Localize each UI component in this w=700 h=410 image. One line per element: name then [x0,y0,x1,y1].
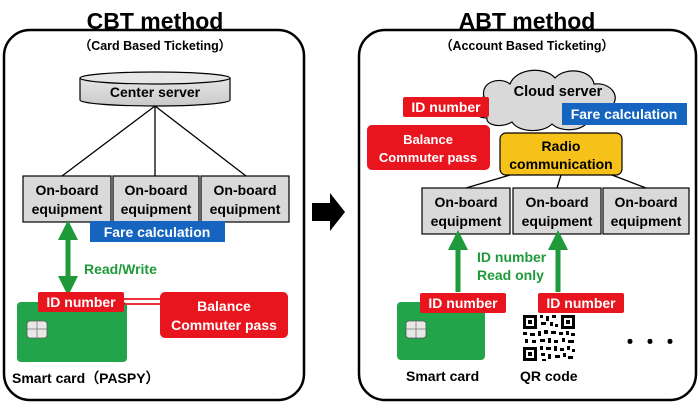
abt-radio-links [465,174,647,189]
id-read-line1: ID number [477,249,547,265]
radio-line2: communication [509,156,612,172]
cbt-fare-calculation: Fare calculation [90,221,225,242]
qr-code-icon [521,313,577,363]
cbt-onboard-3-line1: On-board [214,182,277,198]
center-server-label: Center server [110,84,201,100]
abt-fare-calculation-label: Fare calculation [571,106,678,122]
abt-smart-card-label: Smart card [406,368,479,384]
id-read-line2: Read only [477,267,544,283]
abt-id-number-top: ID number [403,97,489,117]
cbt-smart-card-label: Smart card（PASPY） [12,370,160,386]
cbt-onboard-2-line1: On-board [125,182,188,198]
cbt-panel: CBT method （Card Based Ticketing） Center… [2,8,306,402]
cbt-onboard-2: On-board equipment [112,175,200,223]
abt-id-number-top-label: ID number [411,99,481,115]
abt-onboard-2: On-board equipment [512,187,602,235]
qr-code-label: QR code [520,368,578,384]
radio-communication: Radio communication [499,132,623,176]
abt-panel: ABT method （Account Based Ticketing） Clo… [357,8,698,402]
abt-smart-card [397,302,485,360]
cbt-subtitle: （Card Based Ticketing） [79,38,232,53]
abt-balance: Balance Commuter pass [367,125,490,170]
abt-onboard-3: On-board equipment [602,187,690,235]
cbt-onboard-2-line2: equipment [121,201,192,217]
cbt-balance-line2: Commuter pass [171,317,277,333]
cbt-id-balance-link [124,298,162,305]
abt-onboard-2-line1: On-board [526,194,589,210]
read-write-label: Read/Write [84,261,157,277]
abt-fare-calculation: Fare calculation [562,103,687,125]
cbt-onboard-3-line2: equipment [210,201,281,217]
cbt-balance-line1: Balance [197,298,251,314]
cbt-fare-calculation-label: Fare calculation [104,224,211,240]
abt-onboard-1-line2: equipment [431,213,502,229]
abt-id-number-qr-label: ID number [546,295,616,311]
cbt-id-number-label: ID number [46,294,116,310]
abt-title: ABT method [459,8,596,34]
transition-arrow [312,193,345,231]
cbt-server-links [61,105,247,177]
cbt-title: CBT method [87,8,224,34]
abt-id-number-card-label: ID number [428,295,498,311]
cbt-onboard-1-line2: equipment [32,201,103,217]
abt-id-number-card: ID number [420,293,506,313]
radio-line1: Radio [542,138,581,154]
cbt-balance: Balance Commuter pass [160,292,288,338]
abt-balance-line2: Commuter pass [379,150,477,165]
abt-onboard-2-line2: equipment [522,213,593,229]
cbt-onboard-3: On-board equipment [200,175,290,223]
abt-onboard-3-line2: equipment [611,213,682,229]
abt-onboard-3-line1: On-board [615,194,678,210]
cbt-onboard-1: On-board equipment [22,175,112,223]
abt-id-number-qr: ID number [538,293,624,313]
cbt-smart-card [17,302,127,362]
cloud-server-label: Cloud server [514,84,603,100]
center-server: Center server [79,71,231,107]
abt-balance-line1: Balance [403,132,453,147]
abt-onboard-1-line1: On-board [435,194,498,210]
cbt-onboard-1-line1: On-board [36,182,99,198]
cbt-id-number: ID number [38,292,124,312]
abt-onboard-1: On-board equipment [421,187,511,235]
more-methods-ellipsis: ・・・ [620,332,680,354]
abt-subtitle: （Account Based Ticketing） [440,38,614,53]
